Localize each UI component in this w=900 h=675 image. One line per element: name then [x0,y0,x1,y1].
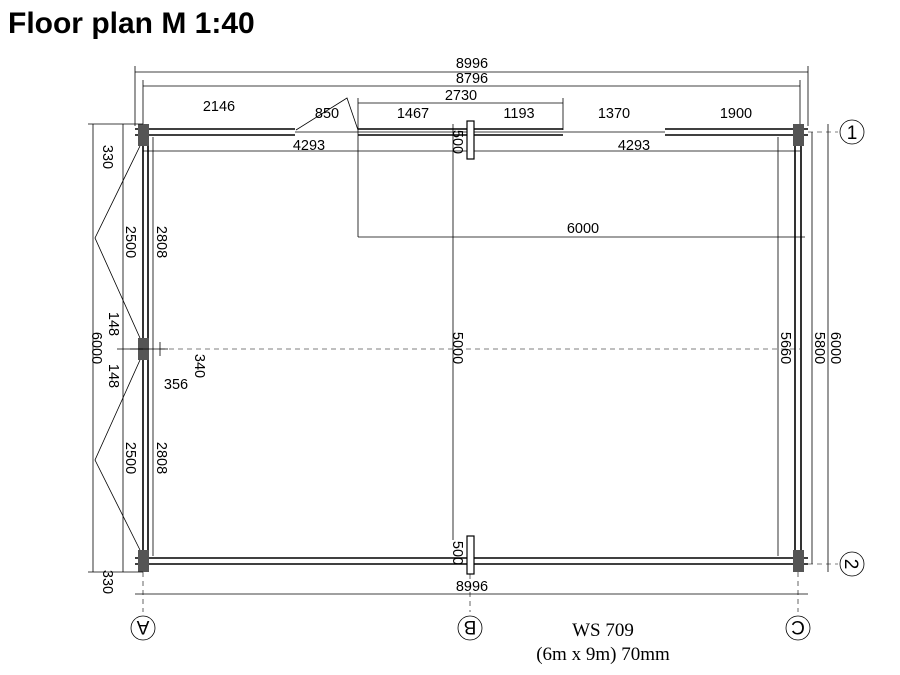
vertical-dimension-labels: 500 5000 500 330 2500 2808 148 6000 148 … [88,130,843,594]
dim-overall-inner: 8796 [456,71,488,87]
dim-left-340: 340 [191,354,207,378]
left-door-swing-top [94,145,141,339]
dim-overall-outer: 8996 [456,56,488,72]
dim-left-356: 356 [164,377,188,393]
model-caption: WS 709 (6m x 9m) 70mm [536,619,670,667]
dim-left-2500-bottom: 2500 [122,442,138,474]
dim-post-top: 500 [449,130,465,154]
dim-inner-right: 4293 [618,138,650,154]
left-door-swing-bottom [94,359,141,551]
dim-left-148-bottom: 148 [105,364,121,388]
axis-1-marker [839,119,865,145]
axis-1-label: 1 [847,123,858,144]
post-b2 [466,535,475,575]
dim-top-segment: 2146 [203,99,235,115]
axis-lines [142,131,838,612]
dim-top-2730: 2730 [445,88,477,104]
dim-left-330-bottom: 330 [99,570,115,594]
dim-right-6000: 6000 [827,332,843,364]
post-c1 [793,124,804,146]
axis-b-marker [457,615,483,641]
post-c2 [793,550,804,572]
left-dimension-lines [88,123,154,573]
post-b1 [466,120,475,160]
dim-interior-5000: 5000 [449,332,465,364]
dim-left-6000: 6000 [88,332,104,364]
post-a2 [138,550,149,572]
dim-span-6000: 6000 [567,221,599,237]
dim-inner-left: 4293 [293,138,325,154]
dim-left-2808-bottom: 2808 [153,442,169,474]
axis-c-label: C [791,616,805,637]
dim-top-segment: 1370 [598,106,630,122]
dim-left-2500-top: 2500 [122,226,138,258]
dim-right-5660: 5660 [777,332,793,364]
model-size: (6m x 9m) 70mm [536,644,670,665]
post-a1 [138,124,149,146]
dim-left-330-top: 330 [99,145,115,169]
dim-left-148-top: 148 [105,312,121,336]
dim-top-segment: 1900 [720,106,752,122]
axis-markers: 1 2 A B C [130,119,865,641]
dim-post-bottom: 500 [449,541,465,565]
top-wall [135,97,808,136]
horizontal-dimension-labels: 8996 8796 2730 2146 850 1467 1193 1370 1… [164,56,752,595]
right-dimension-lines [811,124,829,572]
page-title: Floor plan M 1:40 [8,7,255,40]
right-wall [777,124,804,572]
dim-bottom-8996: 8996 [456,579,488,595]
dim-top-segment: 850 [315,106,339,122]
axis-c-marker [785,615,811,641]
dim-left-2808-top: 2808 [153,226,169,258]
middle-posts [452,120,475,575]
dim-top-segment: 1193 [503,106,534,122]
dim-top-segment: 1467 [397,106,429,122]
axis-a-label: A [136,616,149,637]
left-wall [130,124,168,572]
axis-2-marker [839,551,865,577]
axis-2-label: 2 [840,559,861,570]
axis-b-label: B [464,616,477,637]
model-code: WS 709 [572,620,634,641]
top-door-swing [295,97,359,131]
axis-a-marker [130,615,156,641]
dim-right-5800: 5800 [811,332,827,364]
